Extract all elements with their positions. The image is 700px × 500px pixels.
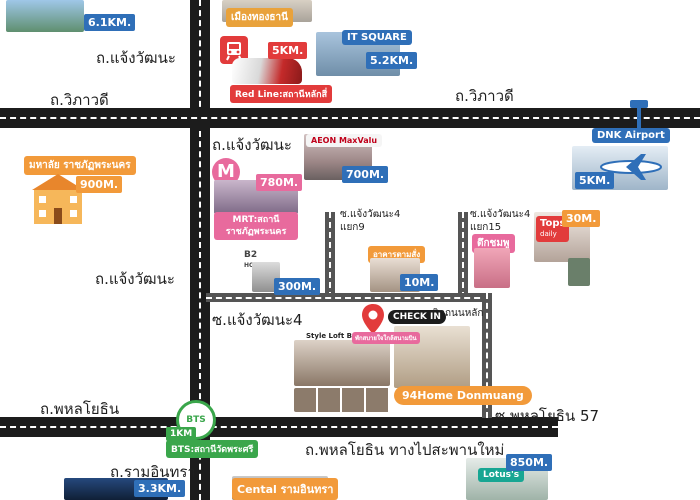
airplane-icon (596, 152, 666, 182)
road-label-vibhavadi-right: ถ.วิภาวดี (455, 87, 514, 105)
it-square-distance-badge: 5.2KM. (366, 52, 418, 69)
dnk-distance-badge: 5KM. (575, 172, 615, 189)
maxvalu-distance-badge: 700M. (342, 166, 389, 183)
muang-thong-label: เมืองทองธานี (226, 8, 293, 27)
top-left-building-image (6, 0, 84, 32)
location-pin-icon (362, 304, 384, 334)
b2-distance-badge: 300M. (274, 278, 321, 295)
top-left-distance-badge: 6.1KM. (84, 14, 136, 31)
dnk-airport-label: DNK Airport (592, 128, 670, 143)
road-soi4-9 (325, 212, 335, 298)
road-label-phahon-bottom: ถ.พหลโยธิน ทางไปสะพานใหม่ (305, 441, 505, 459)
mrt-distance-badge: 780M. (256, 174, 303, 191)
bts-distance-badge: 1KM (166, 427, 197, 441)
red-line-train-image (232, 58, 302, 84)
road-label-soi4-15: ซ.แจ้งวัฒนะ4 แยก15 (470, 209, 531, 233)
tops-sub: daily (540, 230, 557, 238)
school-building-icon (30, 172, 86, 224)
airport-tower-icon (628, 100, 650, 128)
road-label-phahon-left: ถ.พหลโยธิน (40, 400, 120, 418)
it-square-label: IT SQUARE (342, 30, 412, 45)
red-line-distance-badge: 5KM. (268, 42, 308, 59)
road-label-soi4: ซ.แจ้งวัฒนะ4 (212, 311, 303, 329)
hotel-photo-thumbs (294, 388, 390, 412)
tops-shop-image (568, 258, 590, 286)
tops-distance-badge: 30M. (562, 210, 601, 227)
mrt-label: MRT:สถานีราชภัฏพระนคร (214, 212, 298, 240)
hotel-banner-sub: พักสบายใจใกล้สนามบิน (352, 332, 420, 344)
road-soi4-right (482, 293, 492, 418)
hotel-photo-room (294, 340, 390, 386)
road-label-chaeng-mid: ถ.แจ้งวัฒนะ (212, 136, 292, 154)
red-line-label: Red Line:สถานีหลักสี่ (230, 85, 333, 103)
ramintra-distance-badge: 3.3KM. (134, 480, 186, 497)
road-label-soi4-9: ซ.แจ้งวัฒนะ4 แยก9 (340, 209, 401, 233)
road-label-vibhavadi-left: ถ.วิภาวดี (50, 91, 109, 109)
tuk-chompu-image (474, 248, 510, 288)
lotus-distance-badge: 850M. (506, 454, 553, 471)
road-phahonyothin (0, 417, 558, 437)
university-label: มหาลัย ราชภัฏพระนคร (24, 156, 136, 175)
bts-label: BTS:สถานีวัดพระศรี (166, 440, 259, 458)
central-label: Cental รามอินทรา (232, 478, 339, 500)
hotel-name-label: 94Home Donmuang (394, 386, 532, 405)
tops-name: Tops (540, 218, 566, 229)
road-label-ramintra: ถ.รามอินทรา (110, 463, 196, 481)
road-label-chaeng-top: ถ.แจ้งวัฒนะ (96, 49, 176, 67)
road-label-phahon-57: ซ.พหลโยธิน 57 (495, 407, 600, 425)
road-soi4-15 (458, 212, 468, 298)
hotel-banner: Style Loft Bed (306, 332, 362, 340)
road-vibhavadi (0, 108, 700, 128)
b2-name: B2 (244, 250, 258, 260)
university-distance-badge: 900M. (76, 176, 123, 193)
arkarn-distance-badge: 10M. (400, 274, 439, 291)
check-in-label: CHECK IN (388, 310, 446, 324)
maxvalu-brand: AEON MaxValu (306, 134, 383, 147)
road-soi4 (206, 293, 490, 302)
road-label-chaeng-left: ถ.แจ้งวัฒนะ (95, 270, 175, 288)
lotus-label: Lotus's (478, 468, 525, 482)
road-label-near-main: ติดถนนหลัก (432, 308, 484, 319)
